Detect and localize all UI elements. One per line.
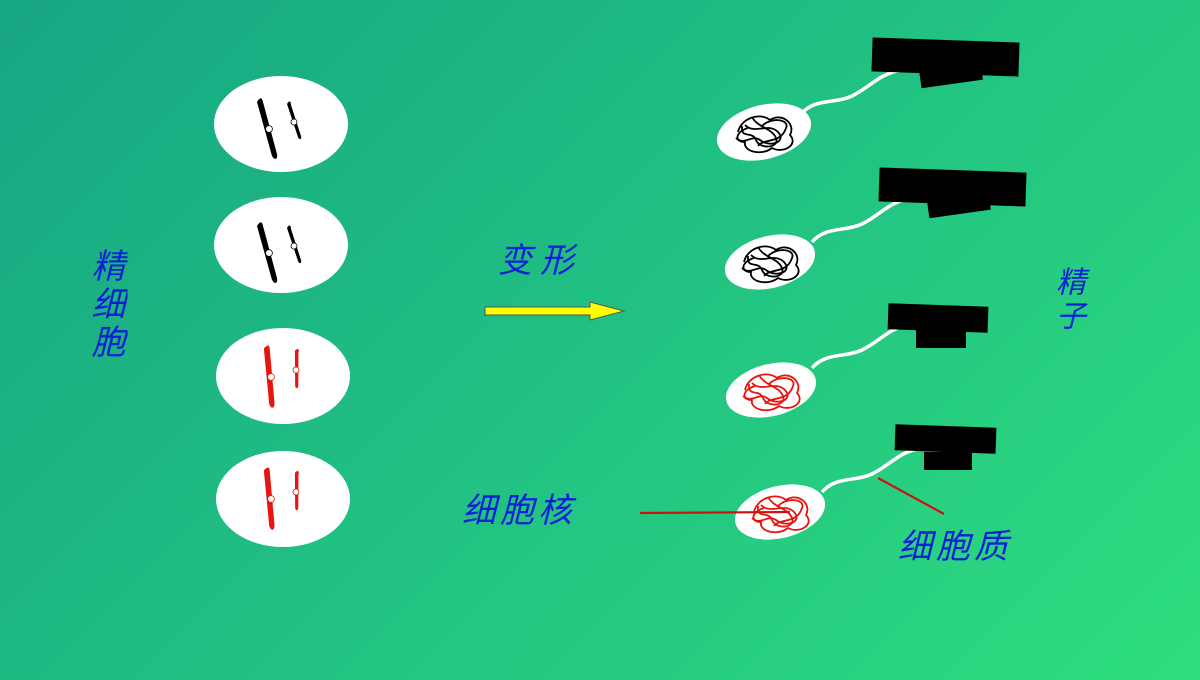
redaction-bar [894,424,997,454]
head [725,362,817,418]
redaction-bar [916,330,966,348]
sperm-1 [716,64,923,161]
nucleus [751,495,810,534]
spermatid-2 [214,197,348,293]
nucleus [741,245,800,284]
nucleus-label: 细胞核 [462,491,576,531]
cell-body [216,451,350,547]
redaction-bar [924,452,972,470]
nucleus [742,373,801,412]
cell-body [214,76,348,172]
cytoplasm-label: 细胞质 [898,527,1012,567]
sperm-label: 精子 [1050,266,1085,334]
transform-arrow [484,301,626,321]
tail [820,444,945,494]
spermatid-label: 精细胞 [85,248,125,362]
cytoplasm-pointer-line [877,477,945,515]
spermatid-3 [216,328,350,424]
cell-body [216,328,350,424]
nucleus-pointer-line [639,510,791,515]
head [724,234,816,290]
tail [810,194,935,244]
sperm-2 [724,194,935,290]
cell-body [214,197,348,293]
spermatid-1 [214,76,348,172]
tail [800,64,923,115]
head [716,103,812,161]
redaction-bar [887,303,989,333]
deform-label: 变形 [498,241,582,281]
spermatid-4 [216,451,350,547]
sperm-3 [725,320,935,418]
nucleus [735,115,794,154]
